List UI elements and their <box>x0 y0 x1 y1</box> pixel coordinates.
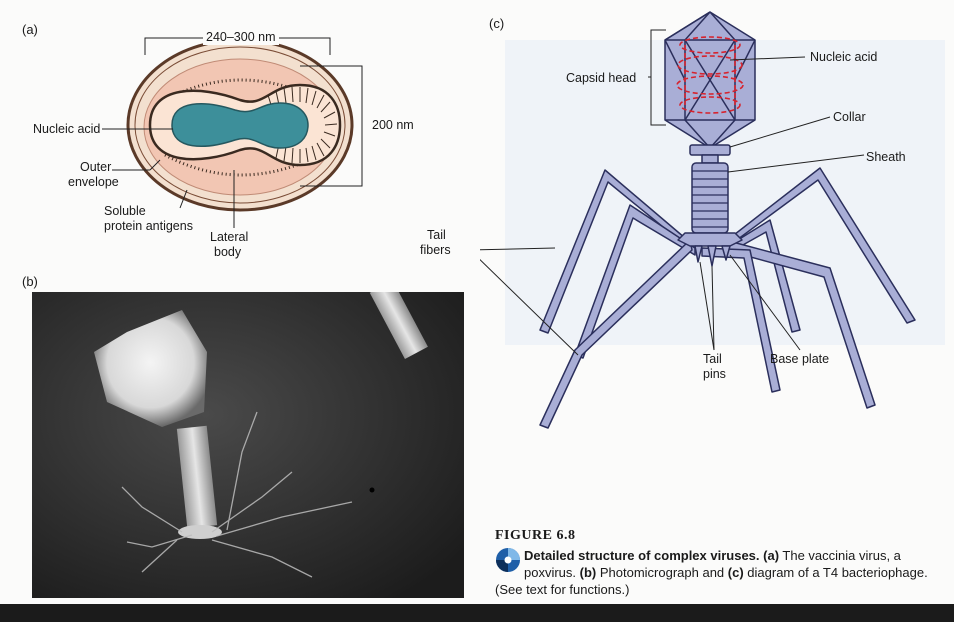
cd-icon <box>495 547 521 573</box>
height-label: 200 nm <box>372 118 414 133</box>
nucleic-acid-label-c: Nucleic acid <box>810 50 877 65</box>
collar-label: Collar <box>833 110 866 125</box>
outer-envelope-label-1: Outer <box>80 160 111 175</box>
caption-part-2: Photomicrograph and <box>596 565 728 580</box>
caption-c: (c) <box>728 565 744 580</box>
panel-b-letter: (b) <box>22 274 38 289</box>
tail-pin <box>695 246 702 262</box>
lateral-body-label-1: Lateral <box>210 230 248 245</box>
tail-fiber <box>540 240 692 428</box>
nucleic-acid-label-a: Nucleic acid <box>33 122 100 137</box>
bottom-bar <box>0 604 954 622</box>
caption-bold-title: Detailed structure of complex viruses. (… <box>524 548 779 563</box>
t4-photomicrograph <box>32 292 464 598</box>
width-label: 240–300 nm <box>203 30 279 45</box>
outer-envelope-label-2: envelope <box>68 175 119 190</box>
collar <box>690 145 730 155</box>
figure-number: FIGURE 6.8 <box>495 528 575 544</box>
base-plate-label: Base plate <box>770 352 829 367</box>
sheath <box>692 163 728 233</box>
tail-pins-label-2: pins <box>703 367 726 382</box>
capsid-head-label: Capsid head <box>566 71 636 86</box>
base-plate <box>678 233 742 246</box>
lateral-body-label-2: body <box>214 245 241 260</box>
tail-fibers-label-2: fibers <box>420 243 451 258</box>
textbook-page: (a) <box>0 0 954 604</box>
soluble-antigens-label-1: Soluble <box>104 204 146 219</box>
sheath-label: Sheath <box>866 150 906 165</box>
figure-caption: Detailed structure of complex viruses. (… <box>495 547 935 598</box>
caption-b: (b) <box>580 565 597 580</box>
tail-fibers-label-1: Tail <box>427 228 446 243</box>
soluble-antigens-label-2: protein antigens <box>104 219 193 234</box>
tail-pins-label-1: Tail <box>703 352 722 367</box>
